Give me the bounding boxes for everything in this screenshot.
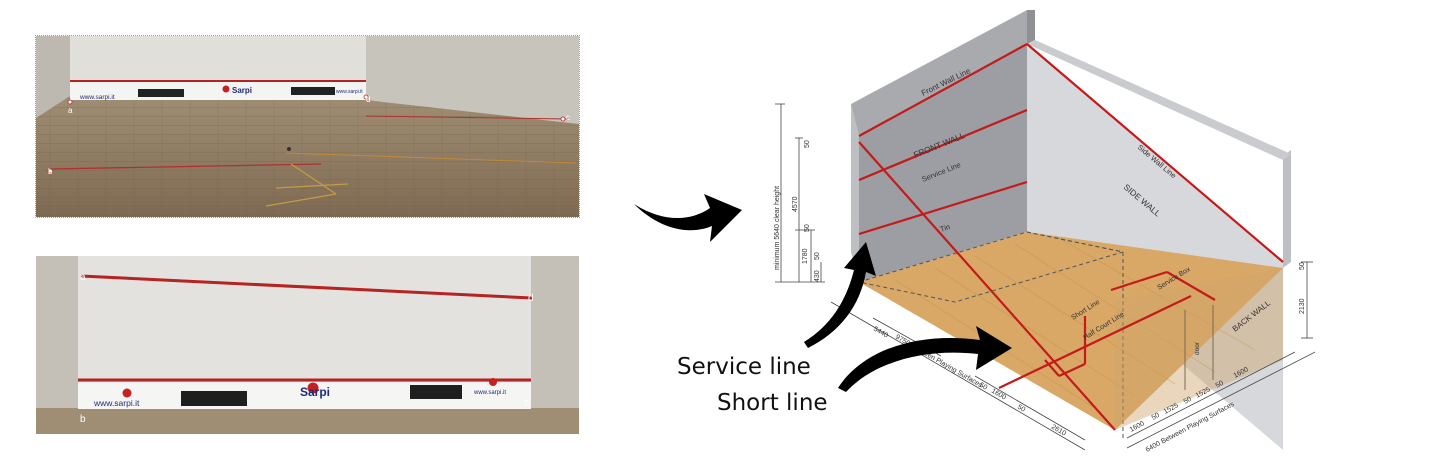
corner-label-a: a	[80, 272, 86, 283]
dim-4570: 4570	[792, 196, 799, 212]
corner-label-d: d	[528, 293, 534, 304]
banner-brand: Sarpi	[232, 86, 252, 95]
dim-clear-height: minimum 5640 clear height	[774, 186, 781, 270]
callout-service-line: Service line	[677, 354, 811, 380]
banner-website-right: www.sarpi.it	[336, 89, 363, 95]
callout-arrows	[804, 242, 1012, 392]
dim-50-d: 50	[1183, 396, 1193, 406]
court-photo-bottom: www.sarpi.it Sarpi www.sarpi.it a b c d	[36, 256, 579, 434]
dim-50-top: 50	[804, 140, 811, 148]
banner-website-left: www.sarpi.it	[93, 398, 140, 408]
dim-430: 430	[814, 270, 821, 282]
dim-50-back: 50	[1299, 262, 1306, 270]
squash-court-diagram: Front Wall Line FRONT WALL Service Line …	[774, 10, 1315, 454]
banner-website-right: www.sarpi.it	[473, 390, 506, 396]
dim-50-c: 50	[1151, 412, 1161, 422]
dim-50-a: 50	[978, 382, 988, 392]
label-door: door	[1194, 341, 1201, 355]
corner-label-b: b	[48, 167, 53, 176]
banner-brand: Sarpi	[300, 385, 330, 399]
corner-label-a: a	[68, 106, 73, 115]
dim-50-b: 50	[1016, 404, 1026, 414]
dim-50-low: 50	[814, 252, 821, 260]
label-tin: Tin	[939, 222, 951, 234]
dim-1780: 1780	[802, 248, 809, 264]
corner-label-b: b	[80, 414, 86, 425]
dim-2610: 2610	[1050, 424, 1067, 438]
dim-50-mid: 50	[804, 224, 811, 232]
corner-label-c: c	[566, 113, 570, 122]
dim-2130: 2130	[1299, 298, 1306, 314]
dim-50-e: 50	[1215, 380, 1225, 390]
corner-label-d: d	[366, 95, 370, 104]
corner-label-c: c	[524, 398, 529, 409]
short-line-arrow-icon	[838, 326, 1012, 392]
court-photo-top: www.sarpi.it Sarpi www.sarpi.it a b c d	[35, 35, 580, 218]
callout-short-line: Short line	[717, 390, 828, 416]
right-arrow-icon	[634, 194, 742, 242]
service-line-arrow-icon	[804, 242, 876, 348]
banner-website-left: www.sarpi.it	[79, 94, 115, 101]
